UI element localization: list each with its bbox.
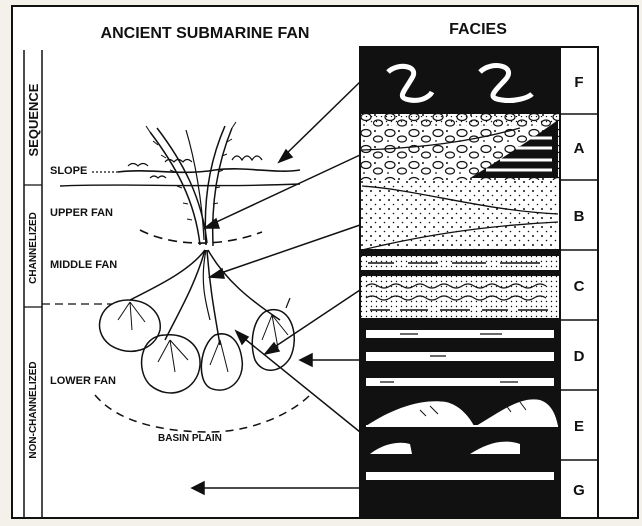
middle-fan-label: MIDDLE FAN — [50, 259, 117, 271]
facies-a-pattern — [360, 114, 560, 180]
non-channelized-label: NON-CHANNELIZED — [28, 361, 39, 458]
facies-label-a: A — [574, 140, 585, 157]
slope-label: SLOPE — [50, 165, 87, 177]
facies-label-d: D — [574, 348, 585, 365]
facies-label-f: F — [574, 74, 583, 91]
facies-title: FACIES — [449, 21, 507, 38]
facies-label-c: C — [574, 278, 585, 295]
facies-label-b: B — [574, 208, 585, 225]
facies-label-e: E — [574, 418, 584, 435]
sequence-label: SEQUENCE — [26, 83, 41, 156]
facies-column: F A B C D E G — [360, 47, 598, 518]
facies-f-pattern — [360, 47, 560, 114]
basin-plain-label: BASIN PLAIN — [158, 433, 222, 444]
upper-fan-label: UPPER FAN — [50, 207, 113, 219]
facies-d-pattern — [360, 324, 560, 390]
channelized-label: CHANNELIZED — [28, 212, 39, 284]
diagram-title: ANCIENT SUBMARINE FAN — [101, 25, 310, 42]
facies-label-g: G — [573, 482, 585, 499]
facies-b-pattern — [360, 180, 560, 256]
lower-fan-label: LOWER FAN — [50, 375, 116, 387]
facies-c-pattern — [360, 256, 560, 324]
